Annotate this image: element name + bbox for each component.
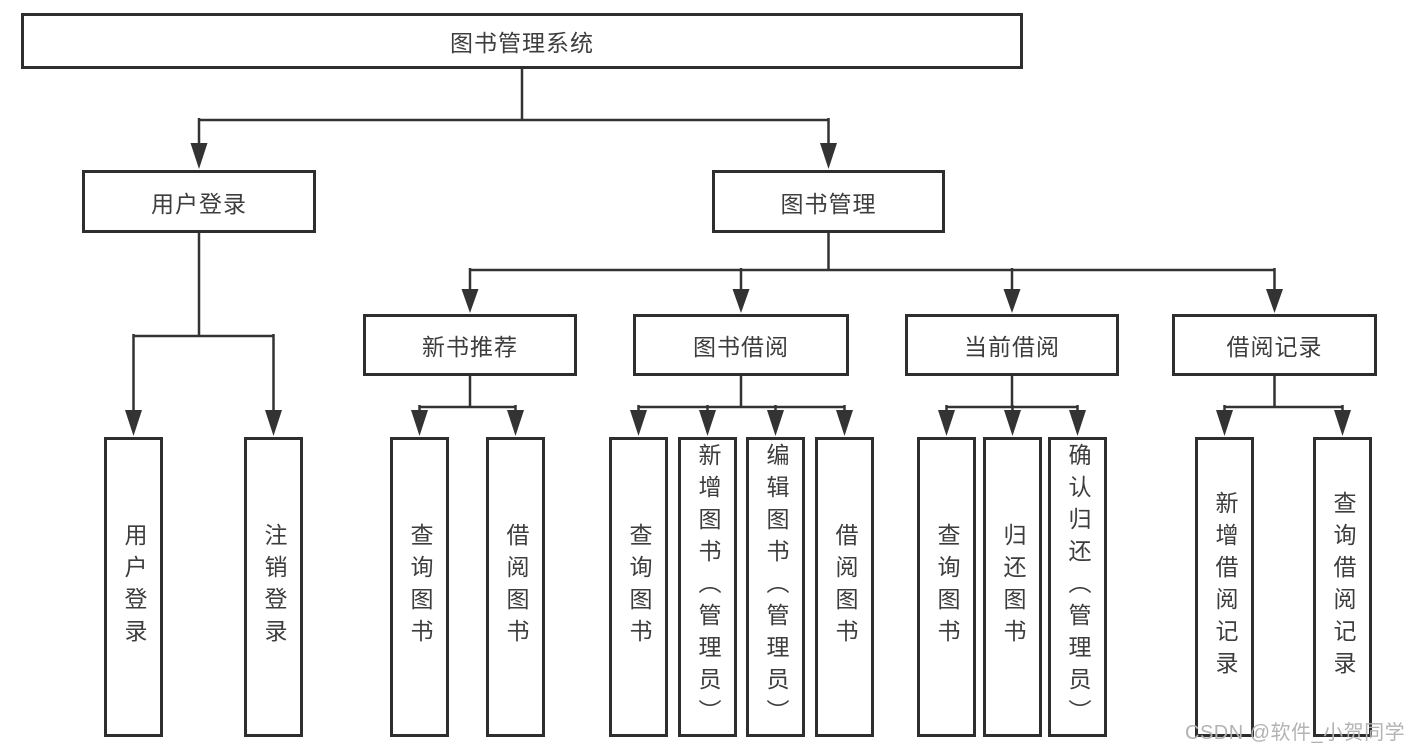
node-book-borrowing-label: 图书借阅 [693, 334, 789, 360]
node-borrowing-records-label: 借阅记录 [1226, 334, 1323, 360]
node-leaf-edit-books-admin: 编辑图书（管理员） [746, 437, 805, 737]
node-borrowing-records: 借阅记录 [1172, 314, 1377, 376]
node-root: 图书管理系统 [21, 13, 1023, 69]
node-leaf-borrow-books-borrowing: 借阅图书 [815, 437, 874, 737]
node-user-login: 用户登录 [82, 170, 316, 233]
node-current-borrowing: 当前借阅 [905, 314, 1119, 376]
connector-root-to-level2 [190, 69, 837, 169]
node-current-borrowing-label: 当前借阅 [964, 334, 1060, 360]
node-new-book-recommend: 新书推荐 [363, 314, 577, 376]
node-leaf-borrow-books-borrowing-label: 借阅图书 [832, 523, 858, 651]
node-leaf-logout-label: 注销登录 [261, 523, 287, 651]
node-leaf-edit-books-admin-label: 编辑图书（管理员） [763, 443, 789, 731]
node-leaf-user-login-label: 用户登录 [121, 523, 147, 651]
node-leaf-query-books-borrowing-label: 查询图书 [626, 523, 652, 651]
node-leaf-query-books-borrowing: 查询图书 [609, 437, 668, 737]
node-user-login-label: 用户登录 [151, 190, 247, 217]
node-leaf-query-books-recommend-label: 查询图书 [407, 523, 433, 651]
connector-records-to-leaves [1216, 376, 1351, 436]
node-leaf-user-login: 用户登录 [104, 437, 163, 737]
node-leaf-confirm-return-admin-label: 确认归还（管理员） [1065, 443, 1091, 731]
connector-recommend-to-leaves [411, 376, 524, 436]
connector-current-to-leaves [938, 376, 1086, 436]
node-new-book-recommend-label: 新书推荐 [422, 334, 518, 360]
node-leaf-query-borrow-record-label: 查询借阅记录 [1330, 491, 1356, 683]
node-leaf-add-borrow-record: 新增借阅记录 [1195, 437, 1254, 737]
node-book-management-label: 图书管理 [780, 190, 877, 217]
csdn-watermark: CSDN @软件_小贺同学 [1185, 722, 1405, 744]
node-leaf-return-books-label: 归还图书 [1000, 523, 1026, 651]
node-book-borrowing: 图书借阅 [633, 314, 849, 376]
node-leaf-borrow-books-recommend-label: 借阅图书 [503, 523, 529, 651]
connector-userlogin-to-leaves [125, 233, 282, 436]
node-leaf-query-books-current-label: 查询图书 [934, 523, 960, 651]
node-leaf-logout: 注销登录 [244, 437, 303, 737]
node-leaf-add-books-admin-label: 新增图书（管理员） [695, 443, 721, 731]
connector-bookmgmt-to-level3 [461, 233, 1283, 313]
node-leaf-borrow-books-recommend: 借阅图书 [486, 437, 545, 737]
connector-borrowing-to-leaves [630, 376, 853, 436]
node-root-label: 图书管理系统 [450, 30, 594, 56]
node-leaf-return-books: 归还图书 [983, 437, 1042, 737]
node-leaf-query-books-recommend: 查询图书 [390, 437, 449, 737]
node-leaf-add-borrow-record-label: 新增借阅记录 [1212, 491, 1238, 683]
node-leaf-add-books-admin: 新增图书（管理员） [678, 437, 737, 737]
node-book-management: 图书管理 [712, 170, 945, 233]
node-leaf-confirm-return-admin: 确认归还（管理员） [1048, 437, 1107, 737]
node-leaf-query-books-current: 查询图书 [917, 437, 976, 737]
node-leaf-query-borrow-record: 查询借阅记录 [1313, 437, 1372, 737]
